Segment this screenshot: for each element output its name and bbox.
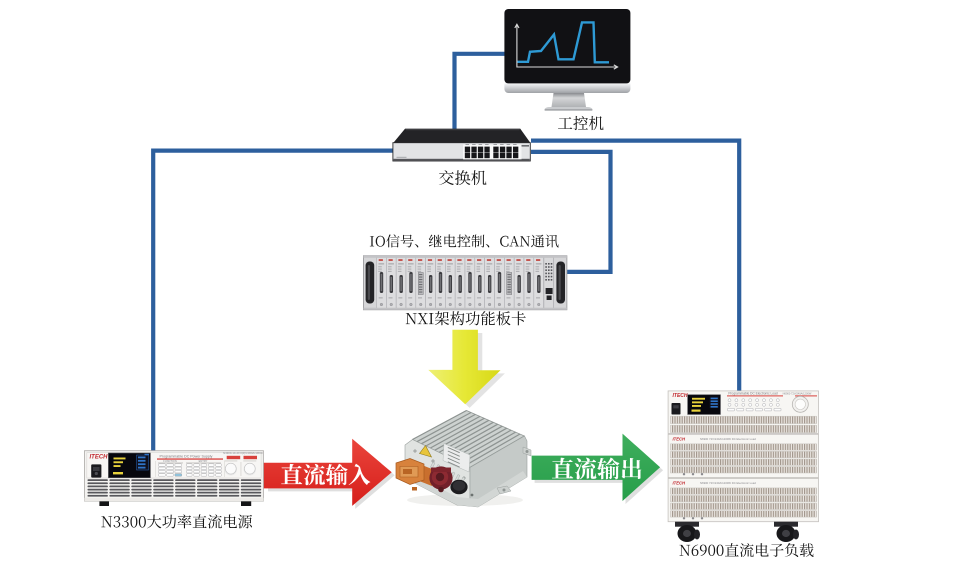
svg-text:FUNCTION: FUNCTION xyxy=(163,459,177,463)
svg-text:N6900 72V/240A/1200W DC Electr: N6900 72V/240A/1200W DC Electronic Load xyxy=(700,437,756,441)
svg-text:ITECH: ITECH xyxy=(673,481,687,486)
svg-text:ITECH: ITECH xyxy=(673,393,688,399)
svg-text:ENTRY: ENTRY xyxy=(199,459,208,463)
svg-text:Programmable DC Electronic Loa: Programmable DC Electronic Load xyxy=(728,392,777,396)
svg-text:N6900 72V/240A/1200W DC Electr: N6900 72V/240A/1200W DC Electronic Load xyxy=(700,481,756,485)
svg-text:N3300-10-40 0(0)V/300A/10KW: N3300-10-40 0(0)V/300A/10KW xyxy=(223,451,263,455)
svg-text:ITECH: ITECH xyxy=(673,437,687,442)
svg-text:Programmable DC Power Supply: Programmable DC Power Supply xyxy=(160,454,213,458)
svg-text:N6900 72V/240A/1200W: N6900 72V/240A/1200W xyxy=(783,392,812,396)
svg-text:ITECH: ITECH xyxy=(90,454,109,460)
